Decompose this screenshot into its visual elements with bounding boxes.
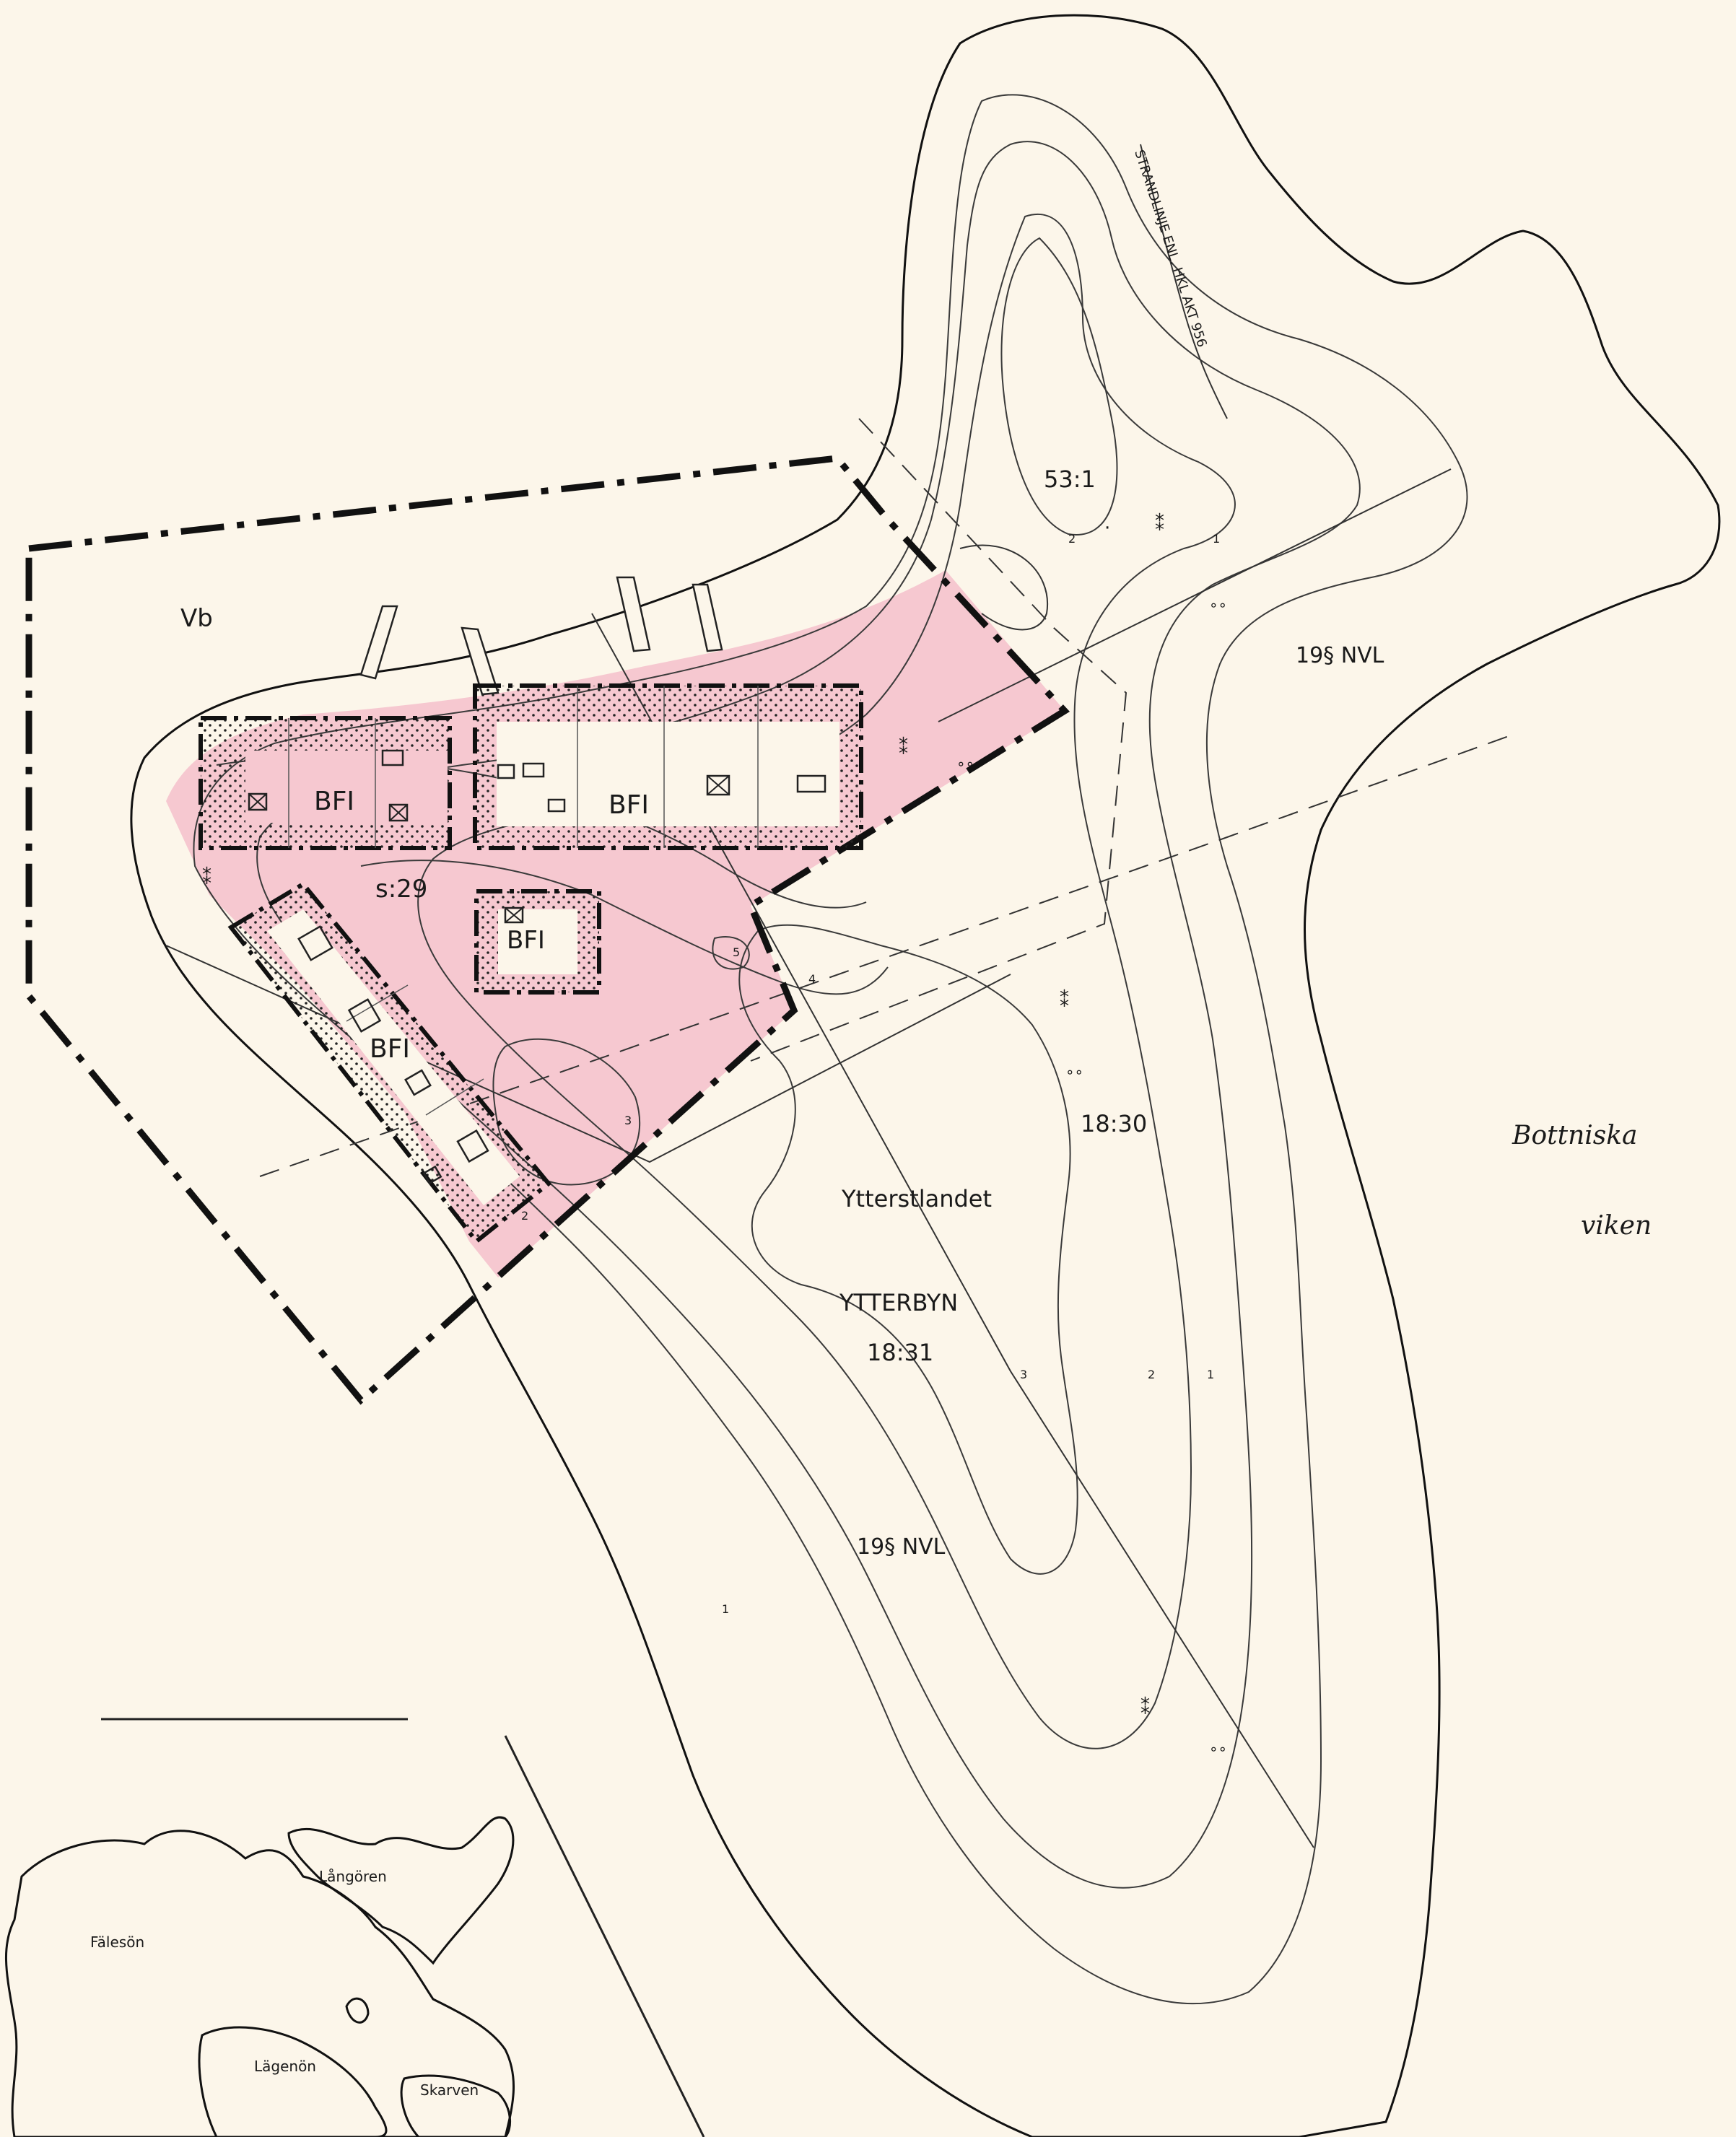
label-53-1: 53:1 — [1044, 466, 1096, 493]
svg-text:∘∘: ∘∘ — [956, 755, 974, 772]
label-s29: s:29 — [375, 875, 427, 904]
label-ytterbyn: YTTERBYN — [839, 1289, 958, 1316]
svg-text:⁑: ⁑ — [899, 736, 908, 759]
label-bfi-1: BFI — [314, 787, 354, 816]
label-viken: viken — [1581, 1211, 1652, 1241]
plot-subdivisions — [288, 686, 759, 1116]
contour-labels: 2 1 5 4 3 2 3 2 1 1 — [521, 532, 1220, 1616]
quarter-bfi-3 — [474, 889, 601, 995]
svg-text:⁑: ⁑ — [202, 866, 211, 889]
svg-text:1: 1 — [722, 1602, 729, 1616]
svg-text:3: 3 — [624, 1114, 632, 1127]
inset-label-langoren: Långören — [319, 1868, 387, 1885]
label-bfi-3: BFI — [507, 926, 545, 955]
tree-symbols: ⁑ ⁑ ⁑ ⁑ ⁑ · — [202, 512, 1164, 1719]
label-nvl-south: 19§ NVL — [857, 1534, 946, 1560]
svg-text:5: 5 — [733, 945, 740, 959]
svg-text:3: 3 — [1020, 1368, 1027, 1381]
svg-text:4: 4 — [808, 972, 816, 986]
survey-lines — [165, 418, 1509, 1848]
plan-boundary — [25, 455, 1070, 1405]
rock-symbols: ∘∘ ∘∘ ∘∘ ∘∘ — [956, 596, 1227, 1757]
quarter-bfi-1 — [199, 716, 452, 850]
label-nvl-north: 19§ NVL — [1296, 643, 1384, 668]
strandlinje-line — [1140, 144, 1228, 419]
svg-text:·: · — [1104, 517, 1110, 539]
svg-text:⁑: ⁑ — [1060, 989, 1069, 1012]
inset-label-skarven: Skarven — [420, 2081, 479, 2099]
svg-text:∘∘: ∘∘ — [1209, 1740, 1227, 1757]
label-vb: Vb — [180, 604, 213, 633]
building-symbols — [248, 749, 826, 1185]
quarter-bfi-2 — [473, 683, 863, 850]
label-ytterstlandet: Ytterstlandet — [841, 1185, 992, 1212]
svg-text:1: 1 — [1207, 1368, 1214, 1381]
label-bfi-4: BFI — [370, 1034, 410, 1064]
label-bfi-2: BFI — [609, 790, 649, 820]
svg-text:2: 2 — [521, 1209, 528, 1223]
svg-text:⁑: ⁑ — [1155, 512, 1164, 536]
inset-key-map: Fälesön Långören Lägenön Skarven — [5, 1816, 515, 2137]
label-18-30: 18:30 — [1081, 1110, 1147, 1137]
island-shoreline — [130, 14, 1721, 2137]
inset-label-lagenoen: Lägenön — [254, 2058, 316, 2075]
inset-label-falesoen: Fälesön — [90, 1933, 144, 1951]
svg-text:⁑: ⁑ — [1140, 1696, 1150, 1719]
svg-text:2: 2 — [1148, 1368, 1155, 1381]
label-18-31: 18:31 — [867, 1339, 933, 1366]
inset-diagonal-rule — [504, 1735, 705, 2137]
quarter-bfi-4 — [227, 881, 552, 1245]
svg-text:2: 2 — [1068, 532, 1076, 546]
label-bottniska: Bottniska — [1512, 1121, 1638, 1150]
label-strandlinje: STRANDLINJE ENL. HKL AKT 956 — [1131, 148, 1209, 349]
svg-text:1: 1 — [1213, 532, 1220, 546]
svg-text:∘∘: ∘∘ — [1209, 596, 1227, 613]
jetties — [359, 576, 723, 696]
svg-text:∘∘: ∘∘ — [1065, 1063, 1083, 1080]
